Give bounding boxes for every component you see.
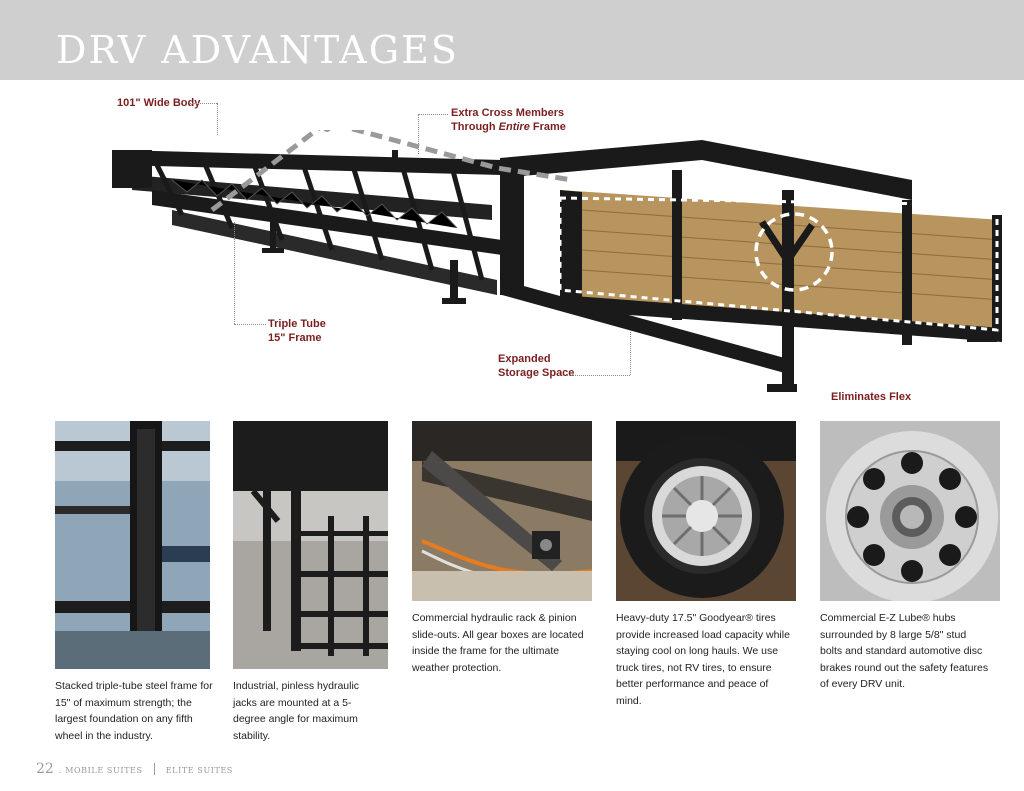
callout-wide-body: 101" Wide Body [117,97,201,109]
leader-storage [566,375,630,376]
callout-cross-members-emphasis: Entire [498,121,530,133]
callout-storage-line2: Storage Space [498,367,575,379]
caption-rack-pinion: Commercial hydraulic rack & pinion slide… [412,612,584,674]
callout-triple-tube-line2: 15" Frame [268,332,322,344]
page-number: 22 [36,761,54,777]
page-title: DRV ADVANTAGES [56,28,459,72]
photo-hydraulic-jacks [233,421,388,669]
callout-cross-members-text-a: Through [451,121,499,133]
callout-cross-members: Extra Cross Members Through Entire Frame [451,106,566,134]
callout-triple-tube: Triple Tube 15" Frame [268,317,326,345]
leader-triple-tube-up [234,222,235,324]
photo-ez-lube-hub [820,421,1000,601]
caption-goodyear-tire: Heavy-duty 17.5" Goodyear® tires provide… [616,612,790,707]
caption-ez-lube-hub: Commercial E-Z Lube® hubs surrounded by … [820,612,989,690]
footer-section-elite: ELITE SUITES [165,766,234,775]
callout-triple-tube-line1: Triple Tube [268,318,326,330]
callout-storage-line1: Expanded [498,353,551,365]
footer-divider [153,762,155,775]
header-banner: DRV ADVANTAGES [0,0,1024,80]
callout-eliminates-flex: Eliminates Flex [831,391,912,403]
photo-goodyear-tire [616,421,796,601]
leader-cross-members [418,114,448,115]
leader-cross-members-down [418,114,419,154]
callout-cross-members-text-c: Frame [529,121,566,133]
leader-wide-body-down [217,103,218,135]
footer-section-mobile: MOBILE SUITES [65,766,143,775]
photo-triple-tube-frame [55,421,210,669]
chassis-frame-illustration [112,130,1003,392]
callout-cross-members-line1: Extra Cross Members [451,107,565,119]
caption-hydraulic-jacks: Industrial, pinless hydraulic jacks are … [233,680,360,742]
caption-triple-tube: Stacked triple-tube steel frame for 15" … [55,680,213,742]
callout-cross-members-line2: Through Entire Frame [451,120,566,134]
leader-wide-body [189,103,217,104]
photo-rack-pinion [412,421,592,601]
leader-storage-up [630,330,631,375]
leader-triple-tube [234,324,266,325]
page-footer: 22 . MOBILE SUITES ELITE SUITES [36,761,234,777]
callout-storage-space: Expanded Storage Space [498,352,574,380]
